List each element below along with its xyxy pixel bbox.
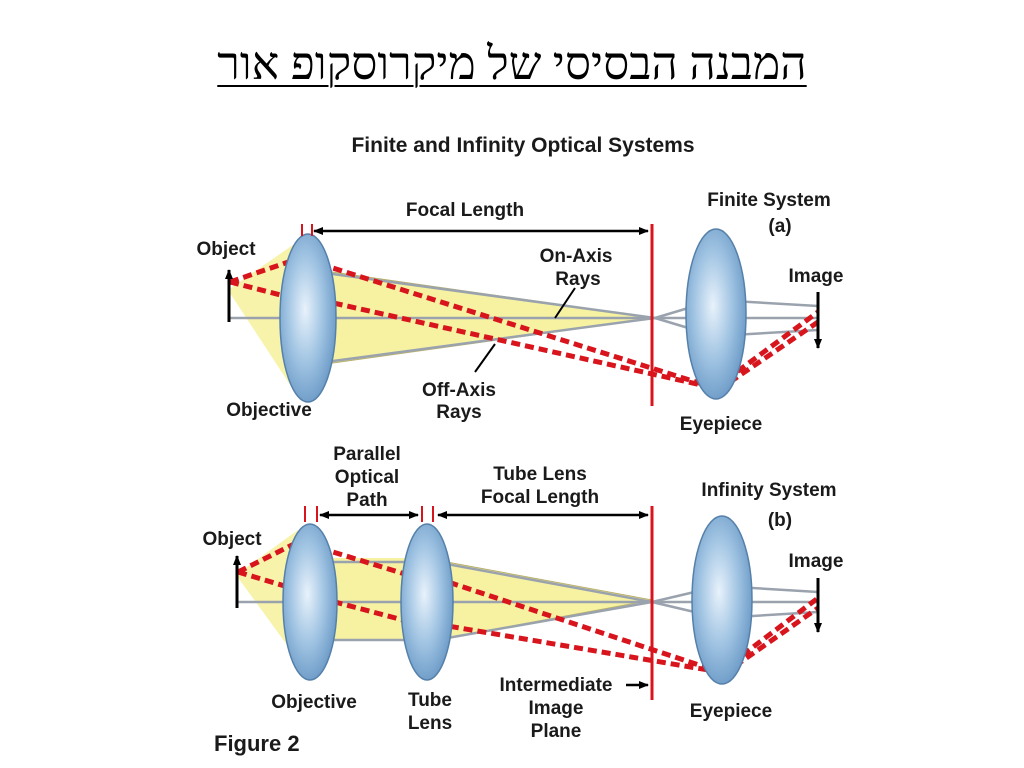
parallel-label-2: Optical (335, 467, 399, 488)
tube-lens-label-2: Lens (408, 713, 452, 734)
tube-focal-label-1: Tube Lens (493, 464, 587, 485)
parallel-label-1: Parallel (333, 444, 401, 465)
finite-image-label: Image (789, 266, 844, 287)
finite-system-label: Finite System (707, 190, 831, 211)
finite-system: Focal Length Finite System (a) Object Im… (196, 190, 843, 435)
slide-title: המבנה הבסיסי של מיקרוסקופ אור (217, 38, 807, 89)
finite-off-axis-label-2: Rays (436, 402, 481, 423)
finite-eyepiece-lens (685, 228, 747, 400)
infinity-object-cone (236, 530, 298, 660)
infinity-system: Parallel Optical Path Tube Lens Focal Le… (202, 444, 843, 742)
finite-on-axis-label-1: On-Axis (540, 246, 613, 267)
intermediate-label-2: Image (529, 698, 584, 719)
finite-objective-lens (279, 233, 337, 403)
finite-object-cone (228, 240, 300, 400)
finite-eyepiece-label: Eyepiece (680, 414, 762, 435)
tube-lens-label-1: Tube (408, 690, 452, 711)
finite-focal-length-label: Focal Length (406, 200, 524, 221)
infinity-eyepiece-label: Eyepiece (690, 701, 772, 722)
infinity-objective-label: Objective (271, 692, 357, 713)
infinity-system-tag: (b) (768, 510, 792, 531)
intermediate-label-1: Intermediate (500, 675, 613, 696)
figure-caption: Figure 2 (214, 731, 300, 756)
infinity-tube-lens (400, 523, 454, 681)
infinity-objective-lens (282, 523, 338, 681)
infinity-eyepiece-lens (691, 515, 753, 685)
finite-off-axis-label-1: Off-Axis (422, 380, 496, 401)
intermediate-label-3: Plane (531, 721, 582, 742)
parallel-label-3: Path (346, 490, 387, 511)
finite-system-tag: (a) (768, 216, 791, 237)
infinity-object-label: Object (202, 529, 262, 550)
finite-object-label: Object (196, 239, 256, 260)
figure-heading: Finite and Infinity Optical Systems (351, 134, 694, 157)
infinity-image-label: Image (789, 551, 844, 572)
tube-focal-label-2: Focal Length (481, 487, 599, 508)
infinity-system-label: Infinity System (701, 480, 836, 501)
finite-objective-label: Objective (226, 400, 312, 421)
finite-on-axis-label-2: Rays (555, 269, 600, 290)
